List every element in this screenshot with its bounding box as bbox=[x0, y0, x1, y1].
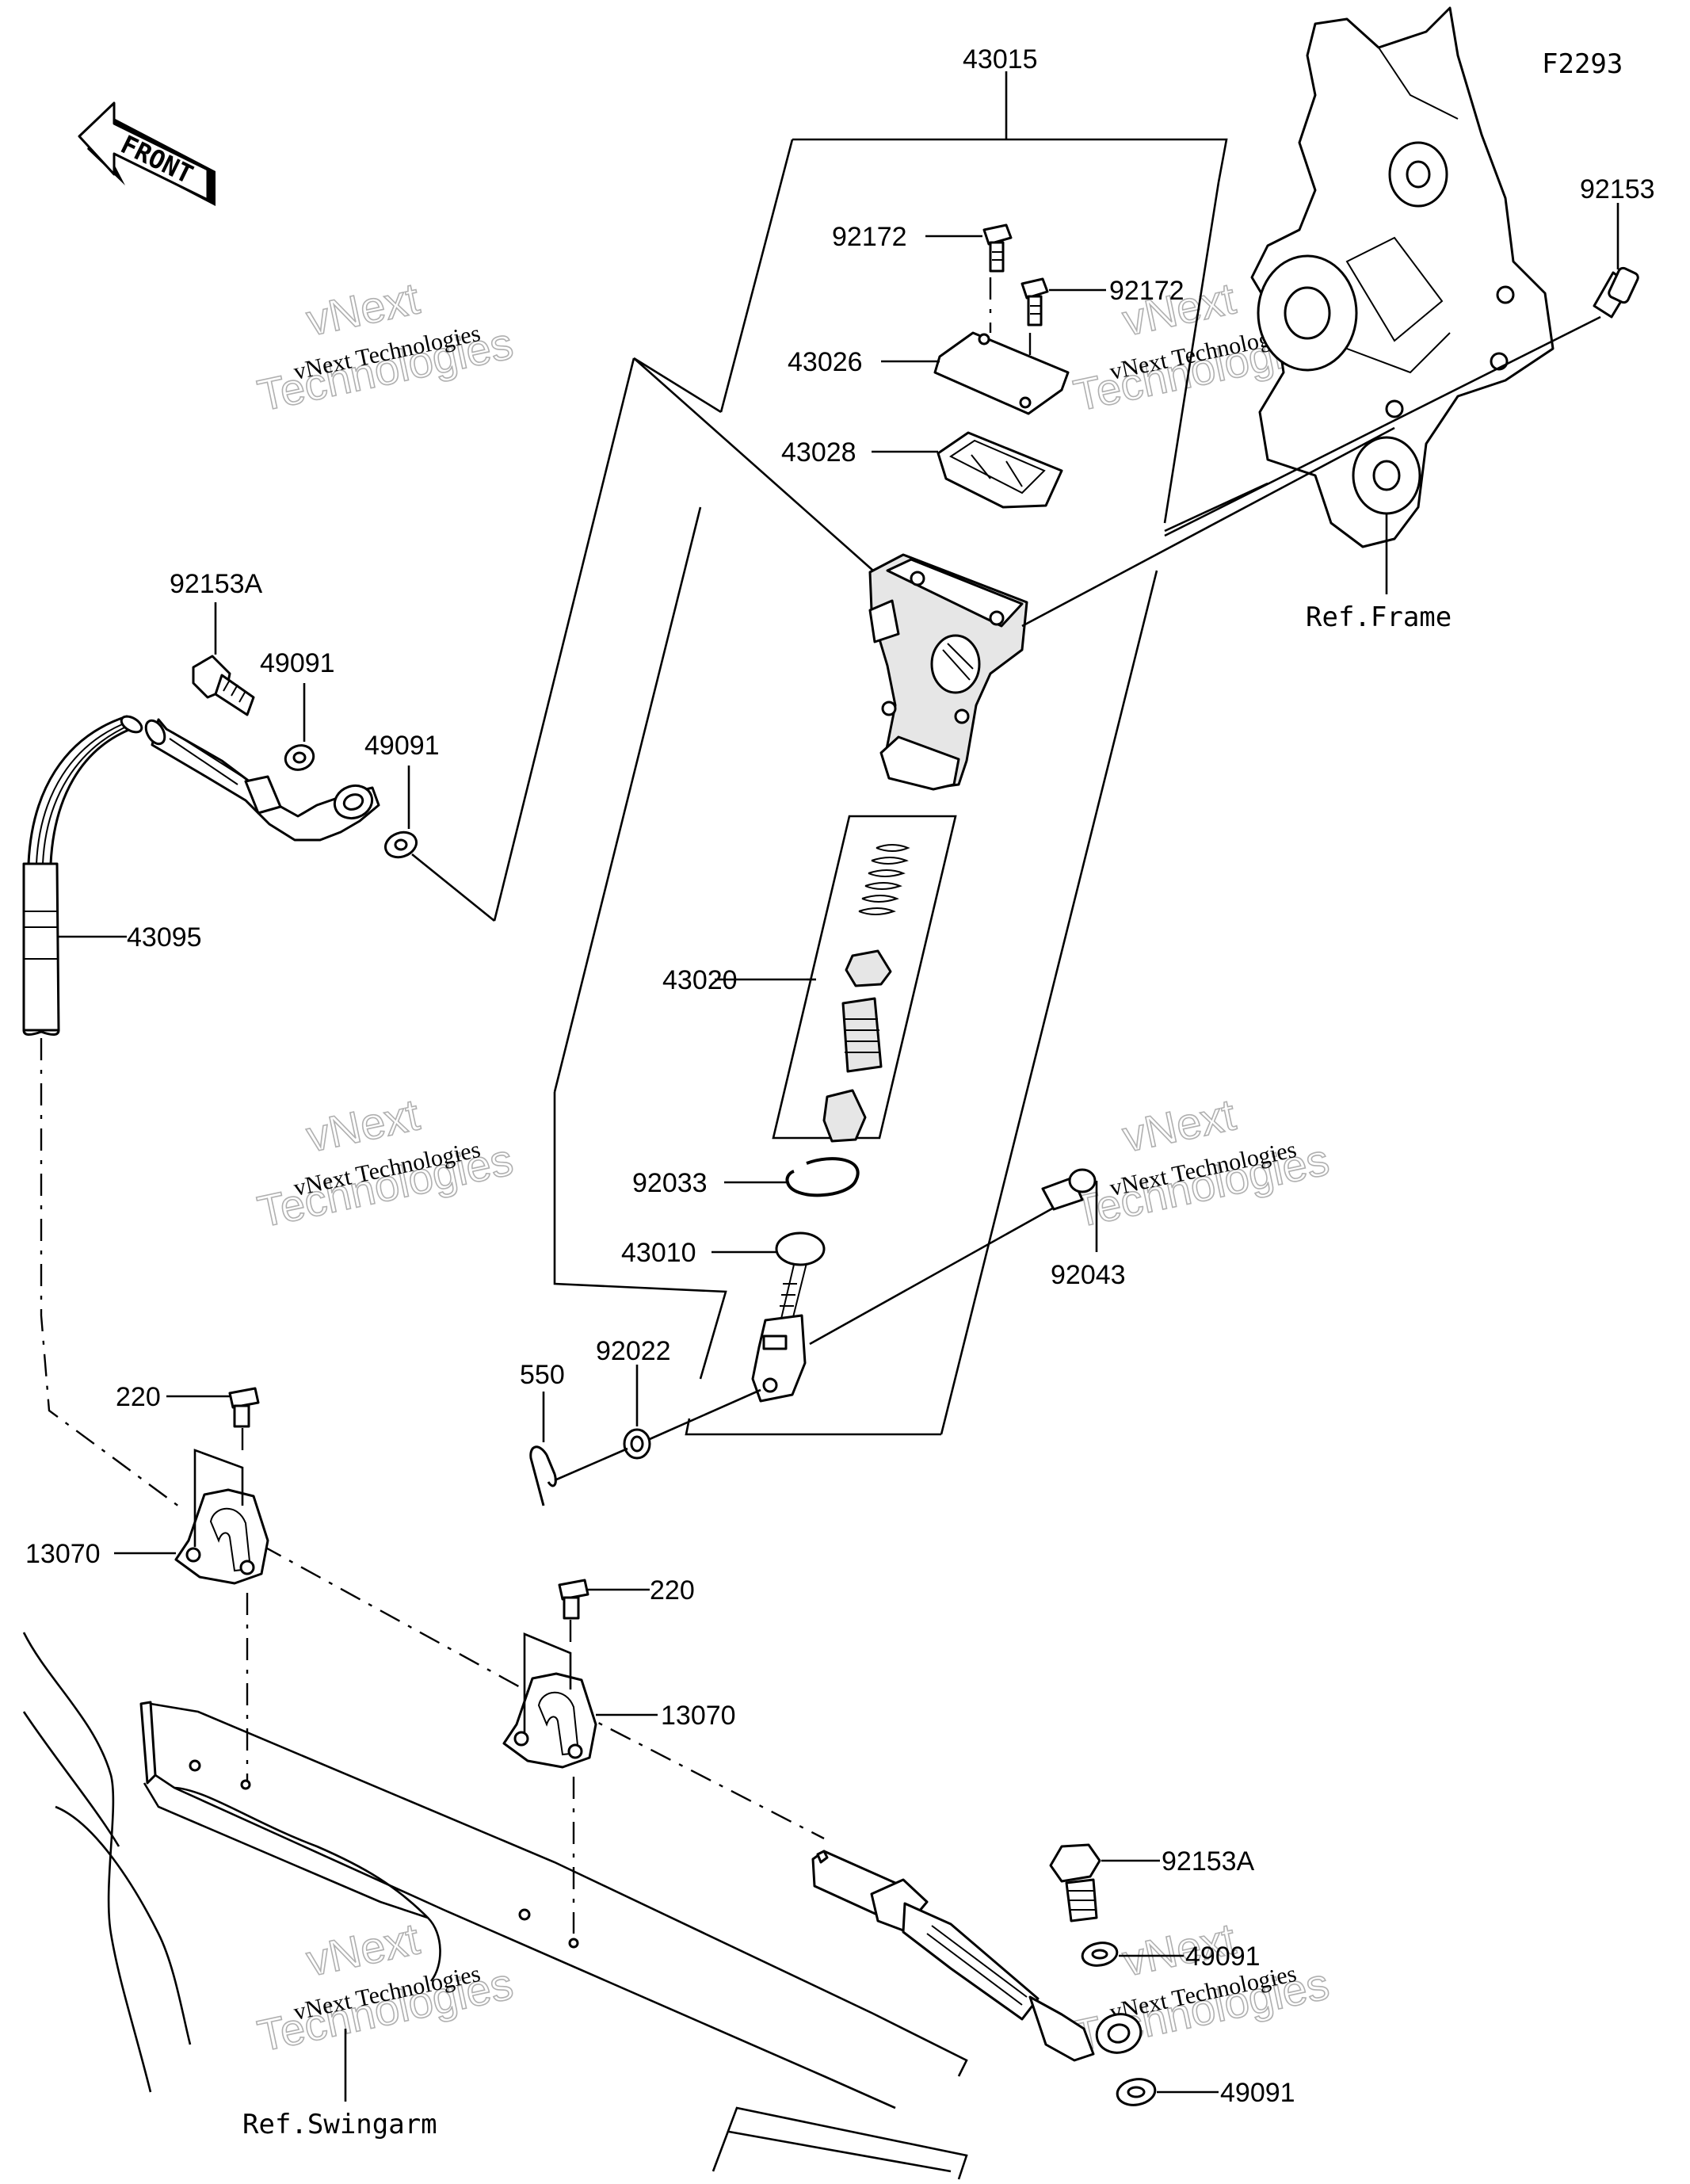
washer-49091-d bbox=[1116, 2078, 1157, 2106]
callout-49091-a: 49091 bbox=[260, 648, 335, 678]
watermark: vNext Technologies vNext Technologies bbox=[253, 1912, 517, 2061]
clamp-13070-b bbox=[502, 1632, 597, 1769]
screw-92153 bbox=[1593, 266, 1639, 319]
brake-hose-upper bbox=[22, 715, 380, 1036]
callout-43028: 43028 bbox=[781, 437, 856, 468]
screw-92172-b bbox=[1020, 277, 1049, 326]
front-arrow-label: FRONT bbox=[116, 129, 197, 189]
svg-text:vNext: vNext bbox=[302, 1913, 424, 1985]
callout-43095: 43095 bbox=[127, 922, 202, 953]
callout-92153a-bottom: 92153A bbox=[1162, 1846, 1255, 1877]
callout-13070-b: 13070 bbox=[661, 1701, 736, 1731]
washer-49091-a bbox=[284, 744, 315, 771]
screw-220-a bbox=[228, 1387, 260, 1428]
diagram-code: F2293 bbox=[1542, 48, 1623, 80]
callout-92043: 92043 bbox=[1051, 1260, 1126, 1290]
callout-92153a-top: 92153A bbox=[170, 569, 263, 599]
piston-kit-43020 bbox=[772, 815, 957, 1143]
svg-text:vNext: vNext bbox=[302, 1089, 424, 1161]
callout-92153: 92153 bbox=[1580, 174, 1655, 204]
svg-text:vNext: vNext bbox=[302, 273, 424, 345]
screw-92172-a bbox=[982, 223, 1013, 273]
master-cylinder-body bbox=[868, 553, 1028, 791]
callout-49091-d: 49091 bbox=[1220, 2078, 1295, 2108]
washer-49091-c bbox=[1081, 1942, 1119, 1967]
callout-92033: 92033 bbox=[632, 1168, 708, 1198]
banjo-bolt-92153a-top bbox=[192, 655, 255, 716]
circlip-92033 bbox=[785, 1157, 860, 1197]
callout-43026: 43026 bbox=[788, 347, 863, 377]
callout-92172-a: 92172 bbox=[832, 222, 907, 252]
callout-92172-b: 92172 bbox=[1109, 276, 1185, 306]
diaphragm-43028 bbox=[937, 431, 1063, 509]
cotter-pin-550 bbox=[529, 1445, 557, 1506]
callout-49091-b: 49091 bbox=[364, 731, 440, 761]
svg-text:vNext: vNext bbox=[1118, 1089, 1240, 1161]
screw-220-b bbox=[558, 1579, 589, 1620]
watermark: vNext Technologies vNext Technologies bbox=[1069, 1088, 1333, 1237]
push-rod-43010 bbox=[751, 1231, 826, 1403]
callout-49091-c: 49091 bbox=[1185, 1942, 1261, 1972]
watermark: vNext Technologies vNext Technologies bbox=[253, 1088, 517, 1237]
callout-13070-a: 13070 bbox=[25, 1539, 101, 1569]
pin-92043 bbox=[1041, 1168, 1097, 1211]
swingarm-section: Ref.Swingarm bbox=[22, 1632, 968, 2180]
callout-220-a: 220 bbox=[116, 1382, 161, 1412]
reservoir-cap-43026 bbox=[933, 331, 1070, 415]
clamp-13070-a bbox=[174, 1449, 269, 1585]
washer-92022 bbox=[623, 1428, 651, 1460]
ref-frame-label: Ref.Frame bbox=[1306, 601, 1452, 633]
banjo-bolt-92153a-bottom bbox=[1049, 1843, 1101, 1922]
callout-220-b: 220 bbox=[650, 1575, 695, 1606]
ref-swingarm-label: Ref.Swingarm bbox=[242, 2109, 437, 2140]
callout-550: 550 bbox=[520, 1360, 565, 1390]
washer-49091-b bbox=[384, 830, 418, 859]
front-direction-arrow-icon: FRONT bbox=[78, 101, 216, 206]
callout-43020: 43020 bbox=[662, 965, 738, 995]
callout-43015: 43015 bbox=[963, 44, 1038, 74]
watermark-group: vNext Technologies vNext Technologies vN… bbox=[253, 272, 1333, 2061]
watermark: vNext Technologies vNext Technologies bbox=[253, 272, 517, 421]
callout-43010: 43010 bbox=[621, 1238, 696, 1268]
callout-92022: 92022 bbox=[596, 1336, 671, 1366]
frame-section: Ref.Frame bbox=[1250, 6, 1555, 633]
brake-hose-lower bbox=[811, 1850, 1143, 2062]
assembly-bracket-43015: 43015 bbox=[553, 44, 1228, 1436]
